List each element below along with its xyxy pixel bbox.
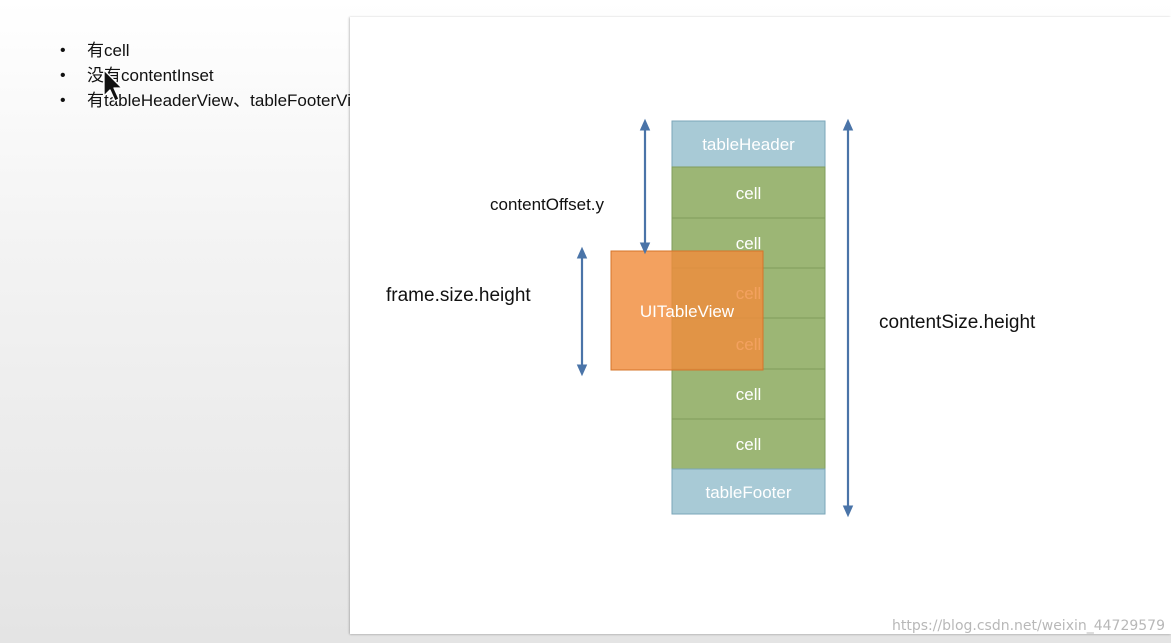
cell-label: cell (736, 385, 762, 404)
mouse-cursor-icon (103, 69, 123, 102)
content-size-label: contentSize.height (879, 312, 1036, 333)
uitableview-frame (610, 250, 764, 371)
cell-label: cell (736, 435, 762, 454)
diagram-slide: tableHeader cell cell cell cell cell cel… (350, 17, 1171, 634)
bullet-item: 有cell (60, 38, 373, 63)
cell-label: cell (736, 184, 762, 203)
content-offset-label: contentOffset.y (490, 195, 605, 214)
table-footer-box (671, 468, 826, 515)
table-header-label: tableHeader (702, 135, 795, 154)
cell-box (671, 166, 826, 219)
bullet-item: 没有contentInset (60, 63, 373, 88)
bullet-list: 有cell 没有contentInset 有tableHeaderView、ta… (60, 38, 373, 113)
contentsize-diagram: tableHeader cell cell cell cell cell cel… (386, 118, 1036, 518)
cell-box (671, 368, 826, 420)
watermark-text: https://blog.csdn.net/weixin_44729579 (891, 618, 1165, 634)
bullet-item: 有tableHeaderView、tableFooterView (60, 88, 373, 113)
cell-box (671, 418, 826, 470)
frame-height-label: frame.size.height (386, 285, 531, 306)
cell-label: cell (736, 234, 762, 253)
table-footer-label: tableFooter (706, 483, 792, 502)
uitableview-label: UITableView (640, 302, 735, 321)
